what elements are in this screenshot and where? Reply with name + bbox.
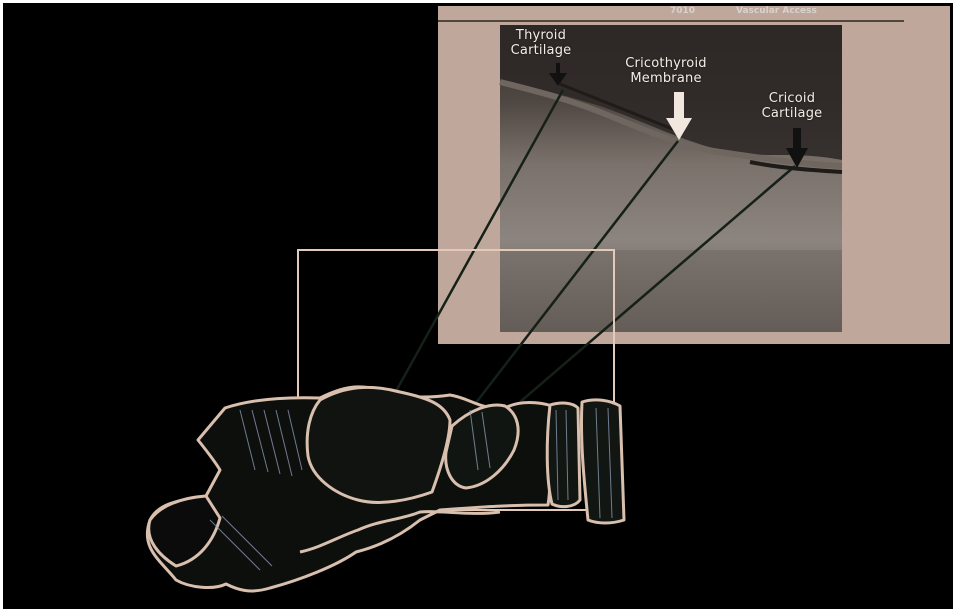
header-page-number: 7010 — [670, 6, 695, 16]
label-cricoid-cartilage: Cricoid Cartilage — [752, 91, 832, 121]
header-section-title: Vascular Access — [736, 6, 817, 16]
label-thyroid-cartilage: Thyroid Cartilage — [508, 28, 574, 58]
panel-header: 7010 Vascular Access — [440, 6, 910, 18]
label-cricothyroid-membrane: Cricothyroid Membrane — [616, 56, 716, 86]
larynx-drawing — [147, 387, 624, 591]
